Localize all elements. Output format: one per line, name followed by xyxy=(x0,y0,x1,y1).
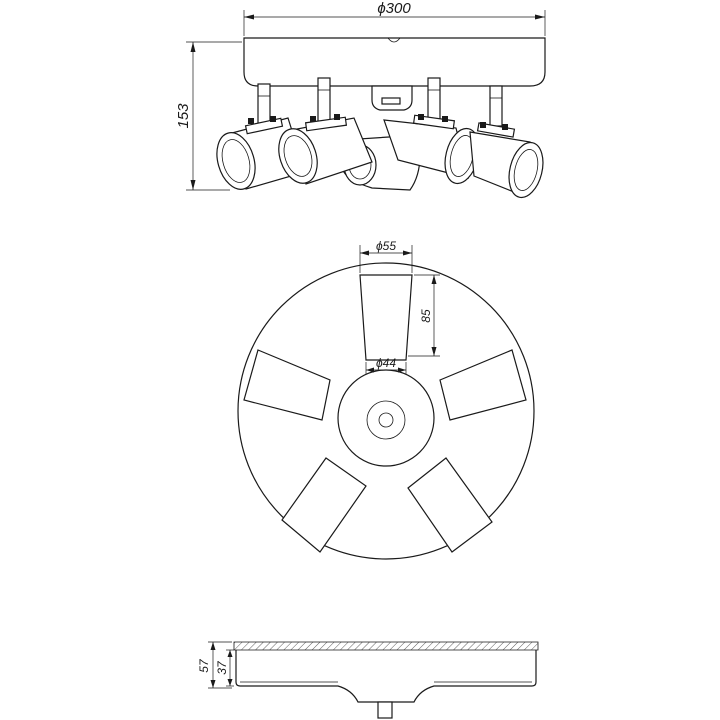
spot-head-left xyxy=(243,349,331,421)
dimension-height-57: 57 xyxy=(197,641,232,689)
spot-head-bottom-left xyxy=(281,457,367,553)
elevation-view: ϕ300 153 xyxy=(175,0,546,199)
canopy-disc xyxy=(243,37,546,87)
dimension-label-height: 153 xyxy=(175,103,192,129)
plan-view: ϕ55 85 ϕ44 xyxy=(237,239,535,560)
center-hub-ring xyxy=(366,400,406,440)
dimension-label-outer-width: ϕ55 xyxy=(376,239,396,253)
section-view: 57 37 xyxy=(197,641,539,719)
dimension-label-canopy-height: 37 xyxy=(215,660,229,675)
canopy-section-hatched xyxy=(233,641,539,651)
dimension-depth-85: 85 xyxy=(408,274,440,357)
dimension-label-inner-width: ϕ44 xyxy=(376,356,396,370)
spotlight-2 xyxy=(278,114,373,185)
stem-1 xyxy=(257,83,271,125)
dimension-height-37: 37 xyxy=(215,649,234,687)
center-hub-outer xyxy=(337,369,435,467)
stem-4 xyxy=(489,85,503,127)
stem-2 xyxy=(317,77,331,125)
dimension-width-44: ϕ44 xyxy=(365,356,407,374)
canopy-section-body xyxy=(235,650,537,703)
center-bolt xyxy=(377,701,393,719)
dimension-label-diameter: ϕ300 xyxy=(377,0,411,17)
spotlight-4 xyxy=(469,122,544,199)
dimension-diameter-300: ϕ300 xyxy=(243,0,546,36)
dimension-height-153: 153 xyxy=(175,41,242,191)
spot-head-bottom-right xyxy=(407,457,493,553)
canopy-notch xyxy=(387,37,401,43)
base-plate-outline xyxy=(237,262,535,560)
dimension-width-55: ϕ55 xyxy=(359,239,413,273)
spot-head-right xyxy=(439,349,527,421)
dimension-label-total-height: 57 xyxy=(197,658,211,673)
spotlight-1 xyxy=(216,116,306,190)
center-stud xyxy=(381,97,401,105)
center-hub-hole xyxy=(378,412,394,428)
dimension-label-depth: 85 xyxy=(419,309,433,323)
spot-head-top xyxy=(359,274,413,361)
